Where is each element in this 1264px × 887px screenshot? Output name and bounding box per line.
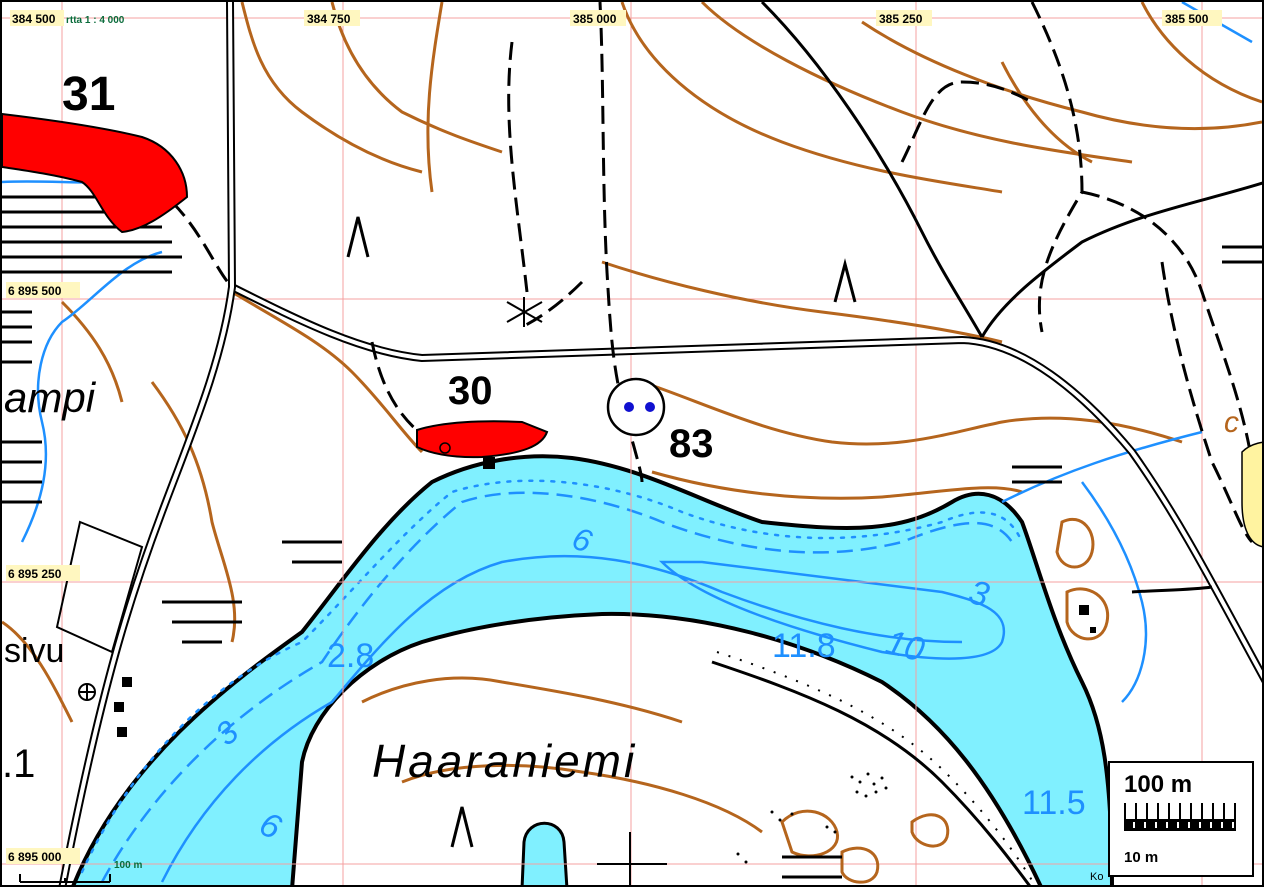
- island-haaraniemi: [290, 611, 1043, 885]
- depth-label-11-8: 11.8: [772, 627, 836, 665]
- attribution-text: Ko: [1090, 871, 1103, 883]
- trails: [2, 2, 1254, 544]
- place-name-sivu: sivu: [4, 632, 64, 670]
- easting-label-385250: 385 250: [879, 12, 923, 26]
- spring-marker-circle: [606, 377, 666, 437]
- easting-label-385500: 385 500: [1165, 12, 1209, 26]
- well-marker: [439, 442, 451, 454]
- boulder-cross: [506, 297, 667, 885]
- field-yellow: [1241, 441, 1262, 548]
- bottom-scale-text: 100 m: [114, 860, 142, 871]
- northing-label-6895250: 6 895 250: [8, 567, 62, 581]
- scale-minor-label: 10 m: [1124, 849, 1159, 866]
- cliff-edge: [711, 651, 1036, 885]
- northing-label-6895500: 6 895 500: [8, 284, 62, 298]
- trails-solid: [760, 2, 1262, 594]
- hill-symbols: [346, 216, 857, 848]
- bottom-scale-bar: 100 m Ko: [19, 860, 1103, 883]
- contour-number-83: 83: [669, 422, 714, 466]
- plot-outline: [55, 520, 144, 654]
- gravel-dots: [736, 772, 888, 864]
- easting-label-384750: 384 750: [307, 12, 351, 26]
- scale-legend: 100 m 10 m: [1108, 761, 1254, 877]
- easting-label-384500: 384 500: [12, 12, 56, 26]
- northing-labels: 6 895 500 6 895 250 6 895 000: [6, 282, 80, 864]
- road: [58, 2, 1262, 885]
- bay-inlet: [520, 821, 569, 885]
- easting-labels: 384 500 rtta 1 : 4 000 384 750 385 000 3…: [10, 10, 1222, 26]
- pier: [483, 457, 495, 469]
- place-name-haaraniemi: Haaraniemi: [372, 735, 637, 787]
- depth-label-11-5: 11.5: [1022, 784, 1086, 822]
- contour-number-31: 31: [62, 68, 115, 121]
- depth-contours: [80, 479, 1024, 883]
- place-name-lampi: ampi: [4, 374, 97, 421]
- cliff-letter: c: [1224, 406, 1239, 439]
- easting-label-385000: 385 000: [573, 12, 617, 26]
- building-center: [416, 420, 549, 459]
- number-fragment-left: .1: [2, 742, 35, 786]
- northing-label-6895000: 6 895 000: [8, 850, 62, 864]
- depth-label-2-8: 2.8: [327, 637, 374, 675]
- scale-ticks: [1124, 803, 1236, 819]
- contour-number-30: 30: [448, 369, 493, 413]
- spring-dot-left: [624, 402, 634, 412]
- scale-ratio-label: rtta 1 : 4 000: [66, 15, 125, 26]
- spring-dot-right: [645, 402, 655, 412]
- map-labels: 31 30 83 ampi sivu .1 Haaraniemi c: [2, 68, 1239, 787]
- small-buildings: [114, 605, 1096, 737]
- scale-major-label: 100 m: [1124, 771, 1193, 798]
- building-north: [2, 112, 189, 234]
- scale-bar: [1124, 819, 1236, 831]
